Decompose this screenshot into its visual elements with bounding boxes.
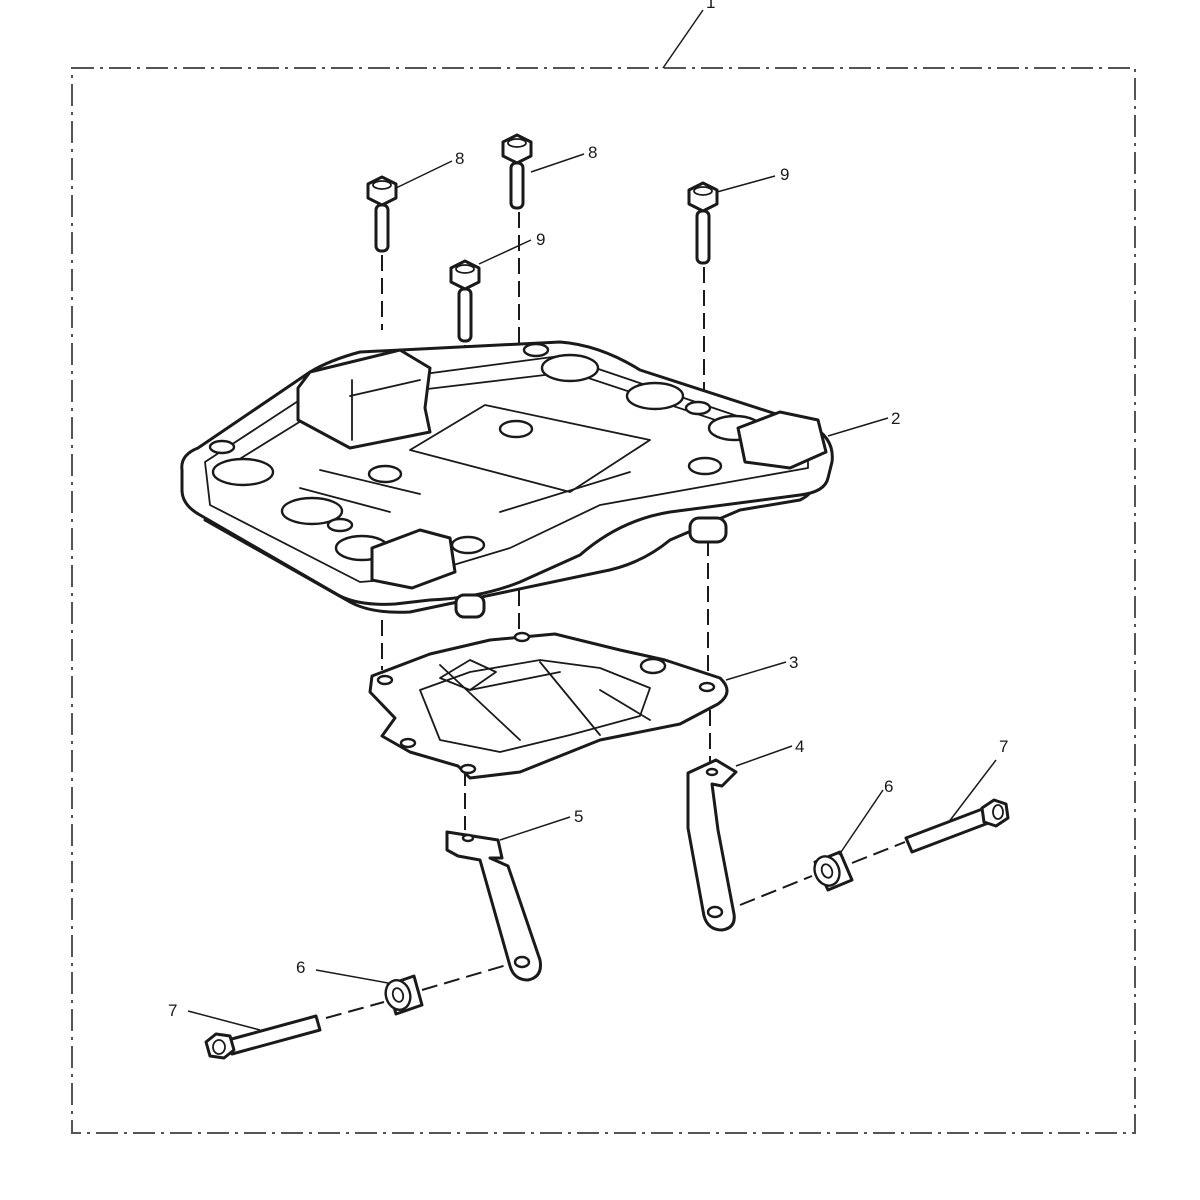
assembly-axis-lines [325, 212, 906, 1019]
callout-labels: 2 3 4 5 6 6 7 7 8 8 9 9 [168, 143, 1008, 1020]
bolt-long-left [204, 1014, 322, 1060]
callout-5: 5 [574, 807, 583, 826]
spacer-right [813, 850, 854, 892]
callout-4: 4 [795, 737, 804, 756]
callout-3: 3 [789, 653, 798, 672]
spacer-left [384, 974, 424, 1016]
bolt-right [687, 181, 719, 265]
callout-6-right: 6 [884, 777, 893, 796]
callout-7-right: 7 [999, 737, 1008, 756]
bolt-centre-rear [501, 133, 533, 210]
callout-8-centre: 8 [588, 143, 597, 162]
bolt-left-rear [366, 175, 398, 253]
bracket-right [686, 758, 738, 932]
callout-7-left: 7 [168, 1001, 177, 1020]
top-box-mounting-plate [180, 340, 834, 619]
callout-2: 2 [891, 409, 900, 428]
callout-leaders [187, 153, 997, 1031]
callout-8-left: 8 [455, 149, 464, 168]
bolt-long-right [904, 798, 1010, 854]
kit-frame: 1 [71, 0, 1136, 1134]
callout-9-right: 9 [780, 165, 789, 184]
callout-6-left: 6 [296, 958, 305, 977]
callout-9-centre: 9 [536, 230, 545, 249]
adaptor-plate [368, 631, 729, 780]
callout-1: 1 [706, 0, 715, 12]
bolt-centre-front [449, 259, 481, 343]
bracket-left [445, 830, 542, 982]
